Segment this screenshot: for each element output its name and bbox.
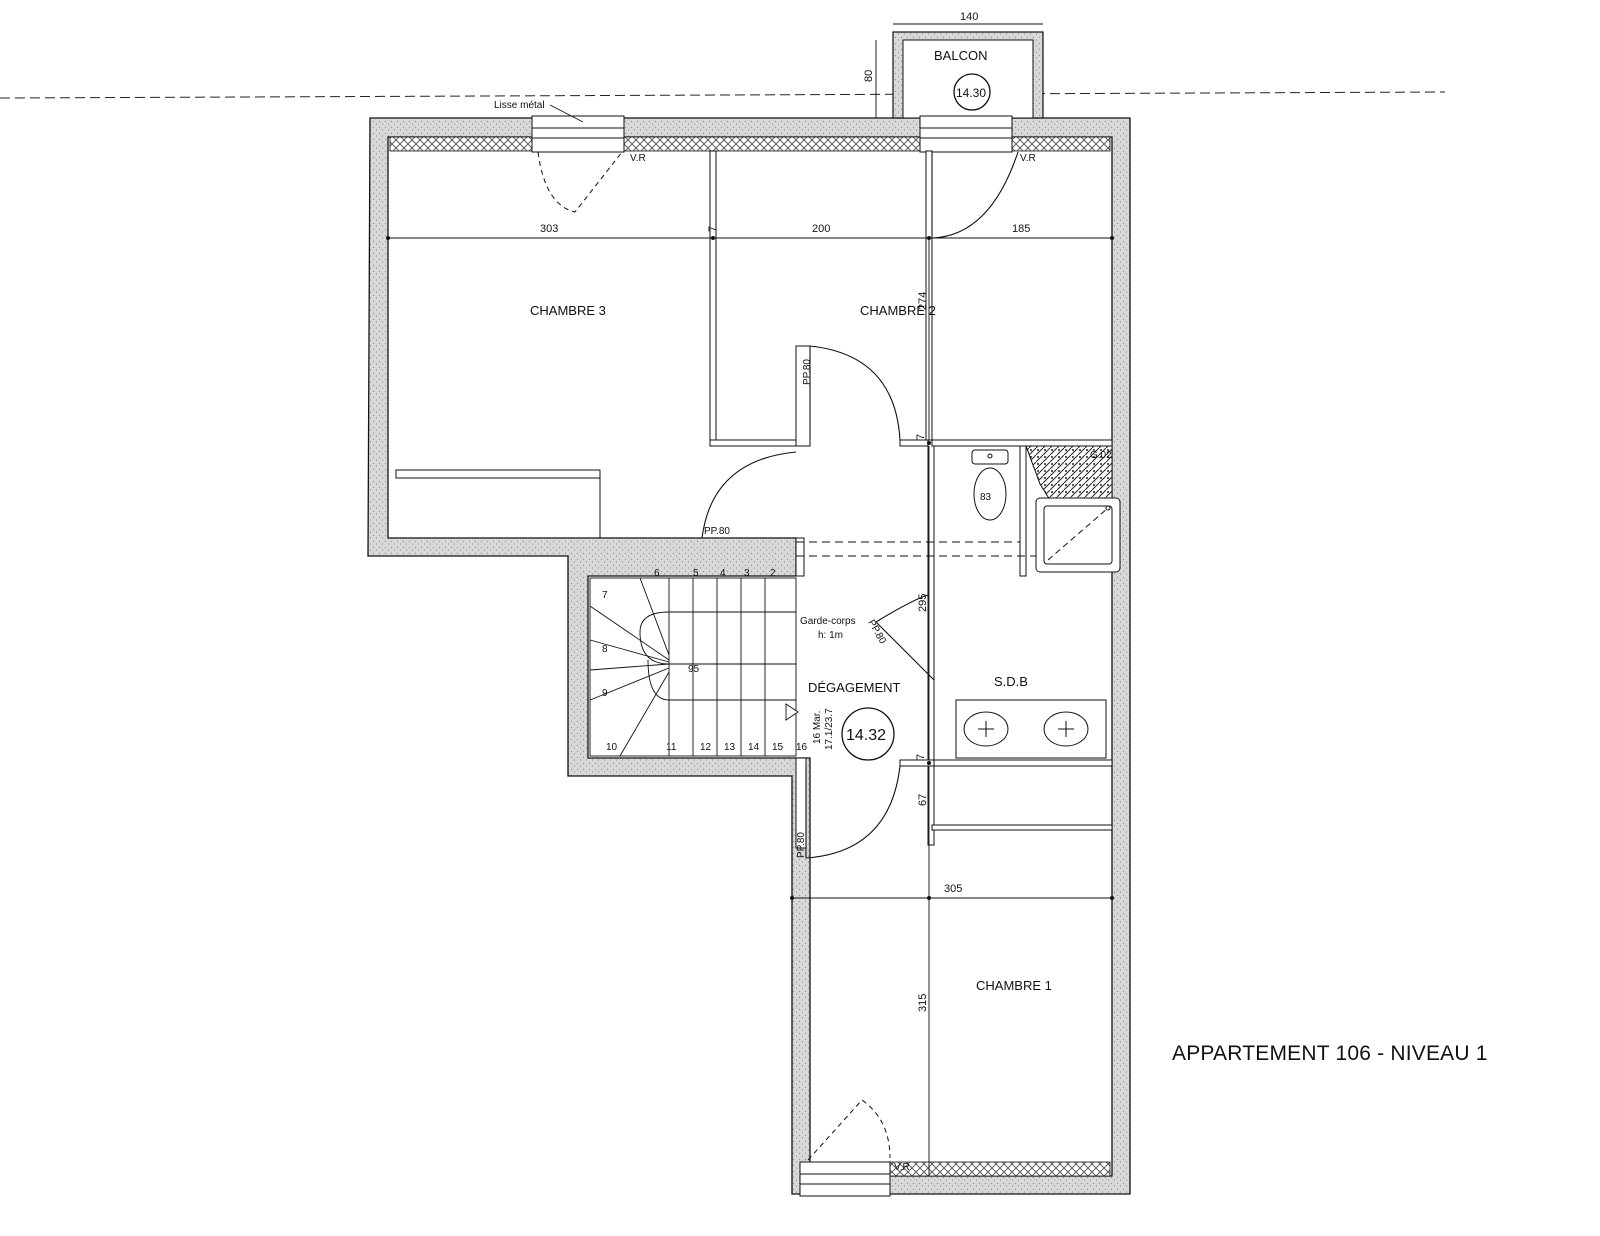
dim-right-width: 185 [1012, 223, 1030, 235]
annotation-vr-chambre3: V.R [630, 153, 646, 164]
stair-step-label: 3 [744, 568, 750, 579]
stair-step-label: 15 [772, 742, 784, 753]
annotation-vr-balcony: V.R [1020, 153, 1036, 164]
annotation-garde-corps-height: h: 1m [818, 630, 843, 641]
dim-chambre2-width: 200 [812, 223, 830, 235]
annotation-pp80-chambre3: PP.80 [704, 526, 730, 537]
annotation-pp80-chambre2: PP.80 [802, 359, 813, 385]
stair-step-label: 9 [602, 688, 608, 699]
dim-balcon-width: 140 [960, 11, 978, 23]
stair-step-label: 8 [602, 644, 608, 655]
room-label-sdb: S.D.B [994, 674, 1028, 689]
window-balcony [919, 115, 1013, 153]
room-label-balcon: BALCON [934, 48, 987, 63]
facade-line [0, 91, 1446, 99]
dim-wall-c: 7 [707, 226, 719, 232]
dim-balcon-depth: 80 [863, 70, 875, 82]
closet-chambre3 [395, 469, 601, 479]
doors [701, 151, 1019, 859]
dimension-lines [388, 23, 1112, 1176]
annotation-vr-chambre1: V.R [894, 1162, 910, 1173]
stair-step-label: 13 [724, 742, 736, 753]
stair-step-label: 7 [602, 590, 608, 601]
annotation-wc: 83 [980, 492, 992, 503]
annotation-g02: G.02 [1090, 450, 1112, 461]
window-chambre1 [799, 1161, 891, 1197]
double-sink [955, 699, 1107, 759]
dim-chambre1-depth: 315 [917, 994, 929, 1012]
stair-step-numbers: 2 3 4 5 6 7 8 9 10 11 12 13 14 15 16 [602, 568, 808, 753]
area-value-degagement: 14.32 [846, 727, 886, 744]
annotation-stair-marches: 16 Mar. [812, 711, 823, 744]
stair-step-label: 12 [700, 742, 712, 753]
dim-chambre3-width: 303 [540, 223, 558, 235]
annotation-lisse-metal: Lisse métal [494, 100, 545, 111]
dim-chambre2-depth: 274 [917, 292, 929, 310]
window-swing-chambre1 [807, 1099, 891, 1161]
room-label-chambre2: CHAMBRE 2 [860, 303, 936, 318]
room-label-chambre1: CHAMBRE 1 [976, 978, 1052, 993]
dim-wall-b: 7 [915, 754, 927, 760]
area-value-balcon: 14.30 [956, 86, 986, 100]
stair-step-label: 10 [606, 742, 618, 753]
stair-step-label: 6 [654, 568, 660, 579]
area-circle-degagement [841, 707, 895, 761]
dim-closet-depth: 67 [917, 794, 929, 806]
area-circle-balcon [953, 73, 991, 111]
annotation-stair-width: 95 [688, 664, 700, 675]
room-label-chambre3: CHAMBRE 3 [530, 303, 606, 318]
staircase [589, 577, 799, 757]
room-label-degagement: DÉGAGEMENT [808, 680, 901, 695]
annotation-stair-ratio: 17.1/23.7 [824, 708, 835, 750]
dim-degagement-depth: 295 [917, 594, 929, 612]
annotation-garde-corps: Garde-corps [800, 616, 856, 627]
shower-tray [1035, 497, 1121, 573]
stair-step-label: 5 [693, 568, 699, 579]
stair-step-label: 11 [666, 742, 677, 753]
stair-step-label: 16 [796, 742, 808, 753]
annotation-pp80-sdb: PP.80 [865, 618, 888, 646]
window-chambre3 [531, 115, 625, 153]
dimension-ticks [386, 236, 1114, 900]
stair-step-label: 14 [748, 742, 760, 753]
stair-step-label: 2 [770, 568, 776, 579]
page-title: APPARTEMENT 106 - NIVEAU 1 [1172, 1042, 1488, 1065]
dim-wall-a: 7 [915, 434, 927, 440]
dim-chambre1-width: 305 [944, 883, 962, 895]
window-swing-chambre3 [537, 151, 623, 213]
annotation-pp80-chambre1: PP.80 [796, 832, 807, 858]
wc-toilet [971, 449, 1009, 521]
stair-step-label: 4 [720, 568, 726, 579]
